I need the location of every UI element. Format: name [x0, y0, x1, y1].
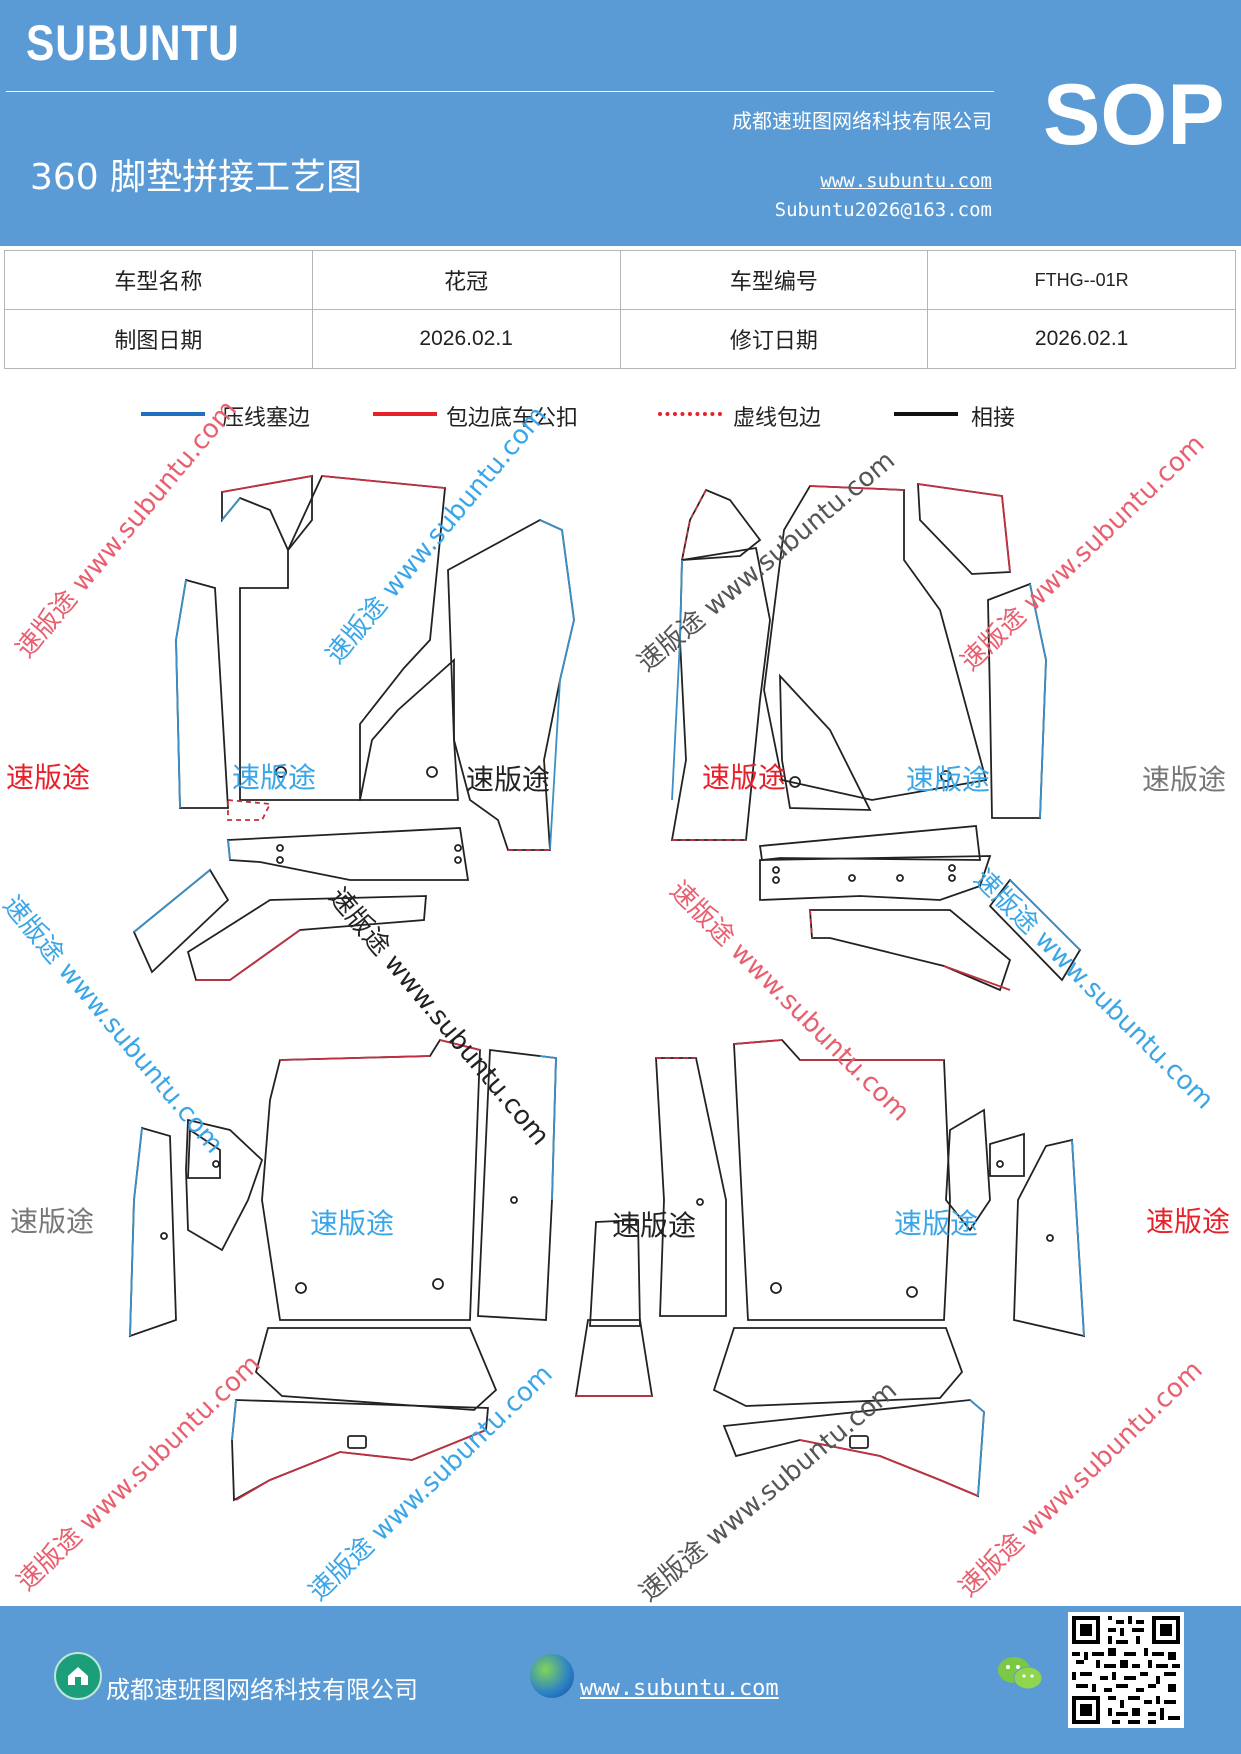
- mat-piece: [680, 488, 762, 561]
- brand-label: 速版途: [1142, 763, 1227, 796]
- mat-piece: [447, 518, 575, 851]
- mat-piece: [945, 1108, 991, 1232]
- header-divider: [6, 91, 994, 92]
- mat-piece: [763, 485, 988, 801]
- draw-date-value: 2026.02.1: [311, 309, 621, 369]
- model-name-label: 车型名称: [4, 250, 313, 310]
- revise-date-value: 2026.02.1: [927, 309, 1236, 369]
- table-row: 车型名称 花冠 车型编号 FTHG--01R: [4, 250, 1236, 310]
- company-name: 成都速班图网络科技有限公司: [732, 109, 992, 133]
- legend-label: 压线塞边: [222, 406, 311, 431]
- wechat-icon: [996, 1654, 1044, 1694]
- email-text: Subuntu2026@163.com: [774, 199, 992, 221]
- mat-piece: [187, 1128, 221, 1179]
- legend-swatch-red: [373, 412, 437, 416]
- mat-piece: [712, 1327, 964, 1407]
- mat-piece: [779, 673, 872, 811]
- mat-piece: [733, 1039, 951, 1321]
- model-name-value: 花冠: [311, 250, 621, 310]
- mat-piece: [574, 1319, 654, 1397]
- legend-swatch-black: [894, 412, 958, 416]
- brand-label: 速版途: [906, 763, 991, 796]
- mat-piece: [759, 855, 992, 901]
- mat-piece: [254, 1327, 498, 1411]
- home-icon: [54, 1652, 102, 1700]
- legend-label: 虚线包边: [733, 406, 822, 431]
- brand-label: 速版途: [466, 763, 551, 796]
- brand-label: 速版途: [310, 1207, 395, 1240]
- globe-icon: [530, 1654, 574, 1698]
- legend-swatch-red-dotted: [658, 412, 722, 416]
- draw-date-label: 制图日期: [4, 309, 313, 369]
- table-row: 制图日期 2026.02.1 修订日期 2026.02.1: [4, 309, 1236, 369]
- mat-piece: [227, 799, 272, 821]
- brand-logo: SUBUNTU: [26, 15, 240, 71]
- floor-mat-pattern-drawing: [129, 474, 1085, 1502]
- mat-piece: [175, 578, 229, 809]
- footer-website-link[interactable]: www.subuntu.com: [580, 1676, 779, 1701]
- mat-piece: [809, 909, 1012, 992]
- mat-piece: [239, 475, 446, 801]
- legend-label: 相接: [971, 406, 1016, 431]
- footer-banner: 成都速班图网络科技有限公司 www.subuntu.com: [0, 1606, 1241, 1754]
- revise-date-label: 修订日期: [619, 309, 929, 369]
- model-code-value: FTHG--01R: [927, 250, 1236, 310]
- mat-piece: [989, 1132, 1025, 1177]
- brand-label: 速版途: [612, 1209, 697, 1242]
- mat-group-bottom-left: [129, 1038, 654, 1502]
- model-code-label: 车型编号: [619, 250, 929, 310]
- page-title: 360 脚垫拼接工艺图: [30, 157, 363, 198]
- header-banner: SUBUNTU 成都速班图网络科技有限公司 360 脚垫拼接工艺图 www.su…: [0, 0, 1241, 246]
- brand-label: 速版途: [6, 761, 91, 794]
- mat-group-top-left: [132, 474, 575, 981]
- mat-piece: [758, 825, 982, 861]
- sop-badge: SOP: [1043, 67, 1225, 163]
- brand-label: 速版途: [232, 761, 317, 794]
- info-table: 车型名称 花冠 车型编号 FTHG--01R 制图日期 2026.02.1 修订…: [4, 250, 1236, 369]
- legend-label: 包边底车公扣: [446, 406, 579, 431]
- brand-label: 速版途: [702, 761, 787, 794]
- mat-piece: [261, 1038, 481, 1321]
- mat-piece: [917, 482, 1011, 575]
- mat-piece: [589, 1219, 641, 1327]
- mat-group-top-right: [670, 482, 1082, 992]
- brand-label: 速版途: [894, 1207, 979, 1240]
- brand-label: 速版途: [10, 1205, 95, 1238]
- mat-piece: [1013, 1138, 1085, 1338]
- mat-piece: [185, 1118, 264, 1252]
- footer-company: 成都速班图网络科技有限公司: [106, 1676, 418, 1704]
- mat-piece: [221, 474, 313, 552]
- mat-piece: [129, 1126, 177, 1338]
- qr-code-icon: [1068, 1612, 1184, 1728]
- website-link[interactable]: www.subuntu.com: [820, 170, 992, 192]
- mat-group-bottom-right: [655, 1039, 1085, 1498]
- mat-piece: [655, 1057, 727, 1317]
- mat-piece: [227, 827, 470, 881]
- mat-piece: [358, 657, 459, 801]
- legend-swatch-blue: [141, 412, 205, 416]
- brand-label: 速版途: [1146, 1205, 1231, 1238]
